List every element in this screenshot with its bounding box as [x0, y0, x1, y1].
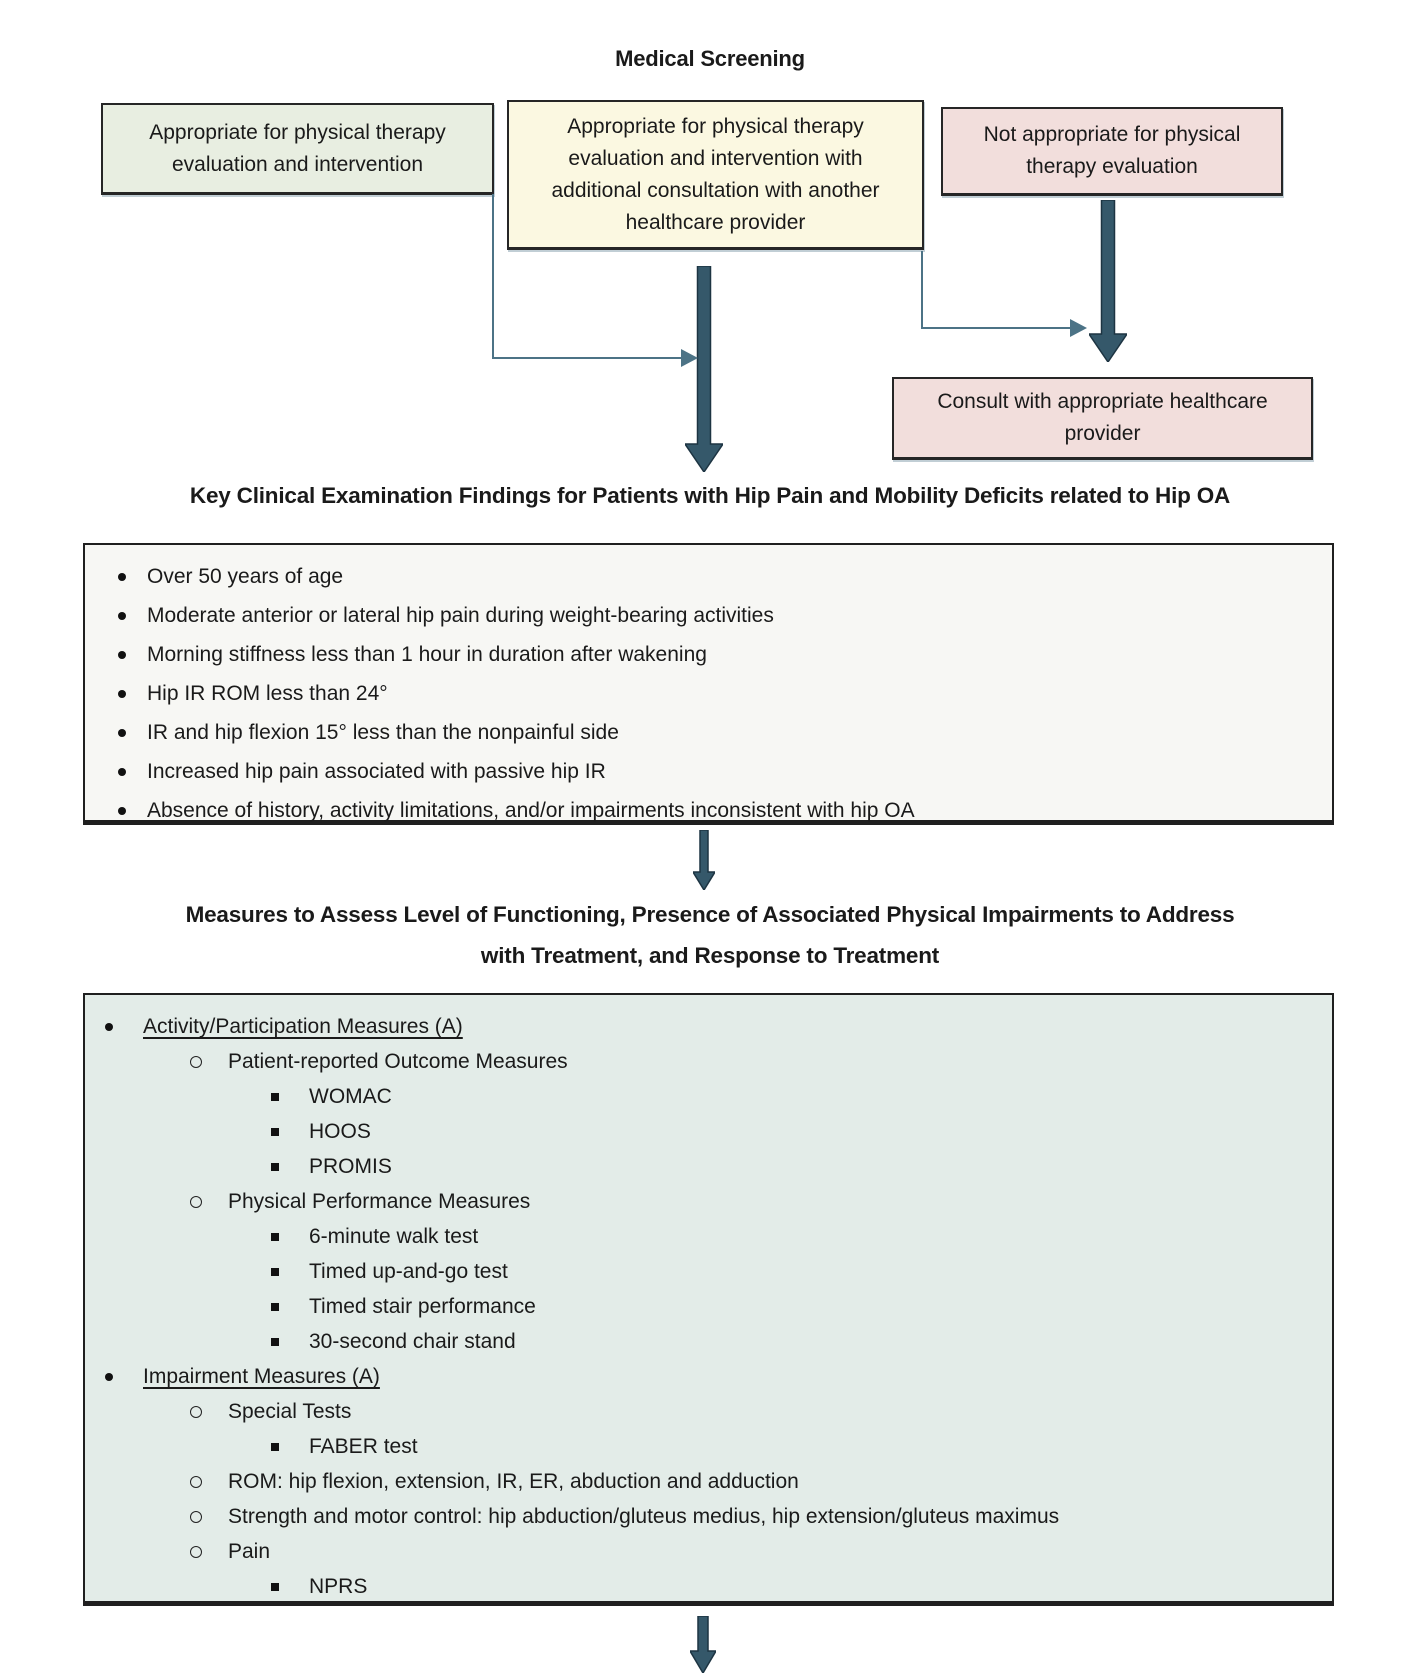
bullet-icon [105, 1022, 113, 1031]
bullet-icon [118, 650, 126, 659]
list-item-text: WOMAC [309, 1085, 392, 1108]
list-item: 30-second chair stand [85, 1324, 1332, 1359]
list-item: Absence of history, activity limitations… [85, 791, 1332, 830]
list-item-text: Activity/Participation Measures (A) [143, 1015, 463, 1038]
list-item: HOOS [85, 1114, 1332, 1149]
list-item-text: 30-second chair stand [309, 1330, 516, 1353]
circle-bullet-icon [190, 1405, 202, 1418]
bullet-icon [118, 767, 126, 776]
list-item: Morning stiffness less than 1 hour in du… [85, 635, 1332, 674]
bullet-icon [118, 806, 126, 815]
circle-bullet-icon [190, 1195, 202, 1208]
list-item: 6-minute walk test [85, 1219, 1332, 1254]
list-item: Hip IR ROM less than 24° [85, 674, 1332, 713]
page-title: Medical Screening [615, 46, 805, 71]
list-item-text: Morning stiffness less than 1 hour in du… [147, 643, 707, 666]
bullet-icon [118, 572, 126, 581]
list-item: Moderate anterior or lateral hip pain du… [85, 596, 1332, 635]
square-bullet-icon [271, 1232, 279, 1241]
list-item: Timed stair performance [85, 1289, 1332, 1324]
circle-bullet-icon [190, 1545, 202, 1558]
list-item-text: Physical Performance Measures [228, 1190, 531, 1213]
square-bullet-icon [271, 1162, 279, 1171]
square-bullet-icon [271, 1092, 279, 1101]
square-bullet-icon [271, 1582, 279, 1591]
list-item: ROM: hip flexion, extension, IR, ER, abd… [85, 1464, 1332, 1499]
list-item-text: Impairment Measures (A) [143, 1365, 380, 1388]
list-item-text: NPRS [309, 1575, 368, 1598]
circle-bullet-icon [190, 1510, 202, 1523]
node-not-appropriate-label: Not appropriate for physical therapy eva… [983, 123, 1241, 178]
list-item-text: Absence of history, activity limitations… [147, 799, 915, 822]
list-item: Special Tests [85, 1394, 1332, 1429]
square-bullet-icon [271, 1302, 279, 1311]
square-bullet-icon [271, 1127, 279, 1136]
list-item-text: Pain [228, 1540, 271, 1563]
measures-heading: Measures to Assess Level of Functioning,… [0, 894, 1420, 976]
circle-bullet-icon [190, 1055, 202, 1068]
bullet-icon [118, 689, 126, 698]
connector-yellow-to-right-icon [921, 251, 1087, 337]
list-item-text: Patient-reported Outcome Measures [228, 1050, 568, 1073]
arrow-down-thick-center-icon [685, 266, 723, 472]
measures-list: Activity/Participation Measures (A) Patie… [85, 1009, 1332, 1604]
list-item-text: Timed stair performance [309, 1295, 536, 1318]
list-item-text: FABER test [309, 1435, 418, 1458]
list-item-text: ROM: hip flexion, extension, IR, ER, abd… [228, 1470, 799, 1493]
list-item: Over 50 years of age [85, 557, 1332, 596]
list-item: IR and hip flexion 15° less than the non… [85, 713, 1332, 752]
list-item-text: Increased hip pain associated with passi… [147, 760, 606, 783]
list-item-text: 6-minute walk test [309, 1225, 479, 1248]
list-item: Physical Performance Measures [85, 1184, 1332, 1219]
list-item-text: Over 50 years of age [147, 565, 344, 588]
arrow-down-thin-middle-icon [693, 830, 715, 890]
circle-bullet-icon [190, 1475, 202, 1488]
bullet-icon [118, 728, 126, 737]
list-item-text: Moderate anterior or lateral hip pain du… [147, 604, 774, 627]
bullet-icon [118, 611, 126, 620]
list-item-text: IR and hip flexion 15° less than the non… [147, 721, 619, 744]
list-item: Impairment Measures (A) [85, 1359, 1332, 1394]
node-not-appropriate: Not appropriate for physical therapy eva… [941, 107, 1283, 196]
list-item-text: Hip IR ROM less than 24° [147, 682, 388, 705]
list-item: Pain [85, 1534, 1332, 1569]
node-appropriate-with-consult: Appropriate for physical therapy evaluat… [507, 100, 924, 250]
node-consult-provider-label: Consult with appropriate healthcare prov… [937, 390, 1268, 445]
measures-heading-line1: Measures to Assess Level of Functioning,… [185, 902, 1235, 927]
square-bullet-icon [271, 1267, 279, 1276]
list-item-text: Strength and motor control: hip abductio… [228, 1505, 1060, 1528]
square-bullet-icon [271, 1337, 279, 1346]
findings-heading: Key Clinical Examination Findings for Pa… [189, 483, 1231, 508]
arrow-down-thick-right-icon [1089, 200, 1127, 362]
measures-heading-line2: with Treatment, and Response to Treatmen… [480, 943, 940, 968]
node-appropriate-with-consult-label: Appropriate for physical therapy evaluat… [551, 114, 880, 234]
connector-green-to-center-icon [492, 194, 698, 367]
list-item-text: HOOS [309, 1120, 371, 1143]
square-bullet-icon [271, 1442, 279, 1451]
list-item-text: Timed up-and-go test [309, 1260, 508, 1283]
bullet-icon [105, 1372, 113, 1381]
node-appropriate-pt-label: Appropriate for physical therapy evaluat… [149, 120, 446, 176]
list-item: PROMIS [85, 1149, 1332, 1184]
list-item: WOMAC [85, 1079, 1332, 1114]
list-item: Increased hip pain associated with passi… [85, 752, 1332, 791]
list-item: Strength and motor control: hip abductio… [85, 1499, 1332, 1534]
list-item: NPRS [85, 1569, 1332, 1604]
list-item: Activity/Participation Measures (A) [85, 1009, 1332, 1044]
list-item: FABER test [85, 1429, 1332, 1464]
measures-panel: Activity/Participation Measures (A) Patie… [83, 993, 1334, 1606]
list-item-text: PROMIS [309, 1155, 392, 1178]
node-consult-provider: Consult with appropriate healthcare prov… [892, 377, 1313, 460]
node-appropriate-pt: Appropriate for physical therapy evaluat… [101, 103, 494, 195]
arrow-down-thin-bottom-icon [690, 1616, 716, 1673]
list-item: Patient-reported Outcome Measures [85, 1044, 1332, 1079]
list-item-text: Special Tests [228, 1400, 352, 1423]
list-item: Timed up-and-go test [85, 1254, 1332, 1289]
